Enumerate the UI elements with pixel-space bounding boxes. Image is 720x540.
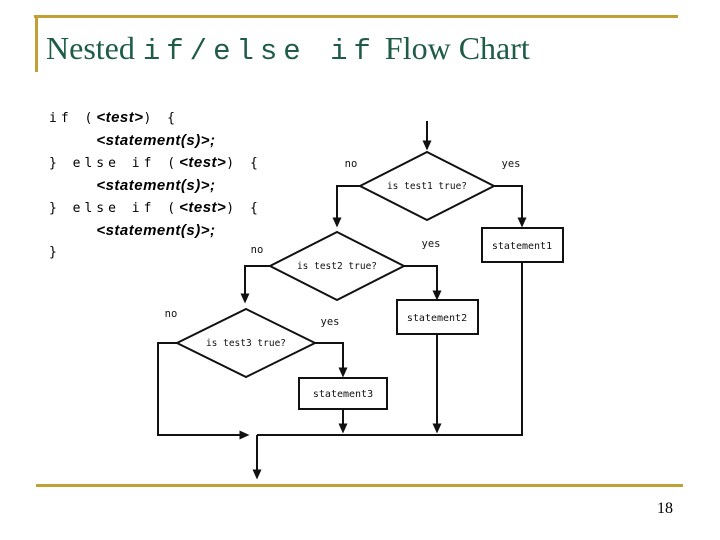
branch-yes-1 — [494, 185, 527, 228]
decision-2-label: is test2 true? — [297, 261, 377, 272]
title-segment: if/else if — [142, 35, 377, 68]
yes-label-1: yes — [502, 158, 521, 170]
statement-2-label: statement2 — [407, 313, 467, 324]
code-text: } else if ( — [49, 201, 180, 216]
title-segment: Nested — [46, 30, 143, 66]
branch-yes-3 — [315, 342, 348, 378]
yes-label-3: yes — [321, 316, 340, 328]
left-border-bar — [35, 15, 38, 72]
top-border-line — [34, 15, 678, 18]
code-placeholder: <statement(s)>; — [96, 221, 216, 239]
code-placeholder: <test> — [179, 199, 227, 216]
code-line: <statement(s)>; — [49, 220, 262, 243]
code-placeholder: <statement(s)>; — [96, 176, 216, 194]
statement-box-3 — [298, 377, 388, 410]
decision-diamond-1 — [357, 150, 497, 222]
statement1-merge-line — [257, 262, 523, 436]
code-snippet: if (<test>) { <statement(s)>;} else if (… — [49, 107, 262, 264]
decision-1-label: is test1 true? — [387, 181, 467, 192]
yes-label-2: yes — [422, 238, 441, 250]
no-label-1: no — [345, 158, 358, 170]
code-placeholder: <test> — [179, 154, 227, 171]
code-text: } — [49, 245, 61, 260]
code-text: } else if ( — [49, 156, 180, 171]
code-line: } else if (<test>) { — [49, 152, 262, 175]
code-placeholder: <statement(s)>; — [96, 131, 216, 149]
code-line: if (<test>) { — [49, 107, 262, 130]
no-label-2: no — [251, 244, 264, 256]
statement-3-label: statement3 — [313, 389, 373, 400]
branch-no-1 — [332, 185, 360, 228]
branch-no-3 — [157, 342, 250, 440]
branch-no-2 — [240, 265, 270, 304]
code-text: ) { — [143, 111, 179, 126]
decision-diamond-3 — [174, 307, 318, 379]
page-number: 18 — [657, 500, 673, 517]
code-line: <statement(s)>; — [49, 130, 262, 153]
slide-title: Nested if/else if Flow Chart — [46, 30, 530, 68]
statement-1-label: statement1 — [492, 241, 552, 252]
code-line: } else if (<test>) { — [49, 197, 262, 220]
title-segment: Flow Chart — [376, 30, 530, 66]
code-text: ) { — [226, 201, 262, 216]
branch-yes-2 — [404, 265, 442, 301]
code-text: if ( — [49, 111, 97, 126]
code-line: <statement(s)>; — [49, 175, 262, 198]
code-text: ) { — [226, 156, 262, 171]
no-label-3: no — [165, 308, 178, 320]
bottom-border-line — [36, 484, 683, 487]
code-placeholder: <test> — [96, 109, 144, 126]
code-line: } — [49, 242, 262, 264]
decision-3-label: is test3 true? — [206, 338, 286, 349]
decision-diamond-2 — [267, 230, 407, 302]
statement-box-2 — [396, 299, 479, 335]
statement-box-1 — [481, 227, 564, 263]
